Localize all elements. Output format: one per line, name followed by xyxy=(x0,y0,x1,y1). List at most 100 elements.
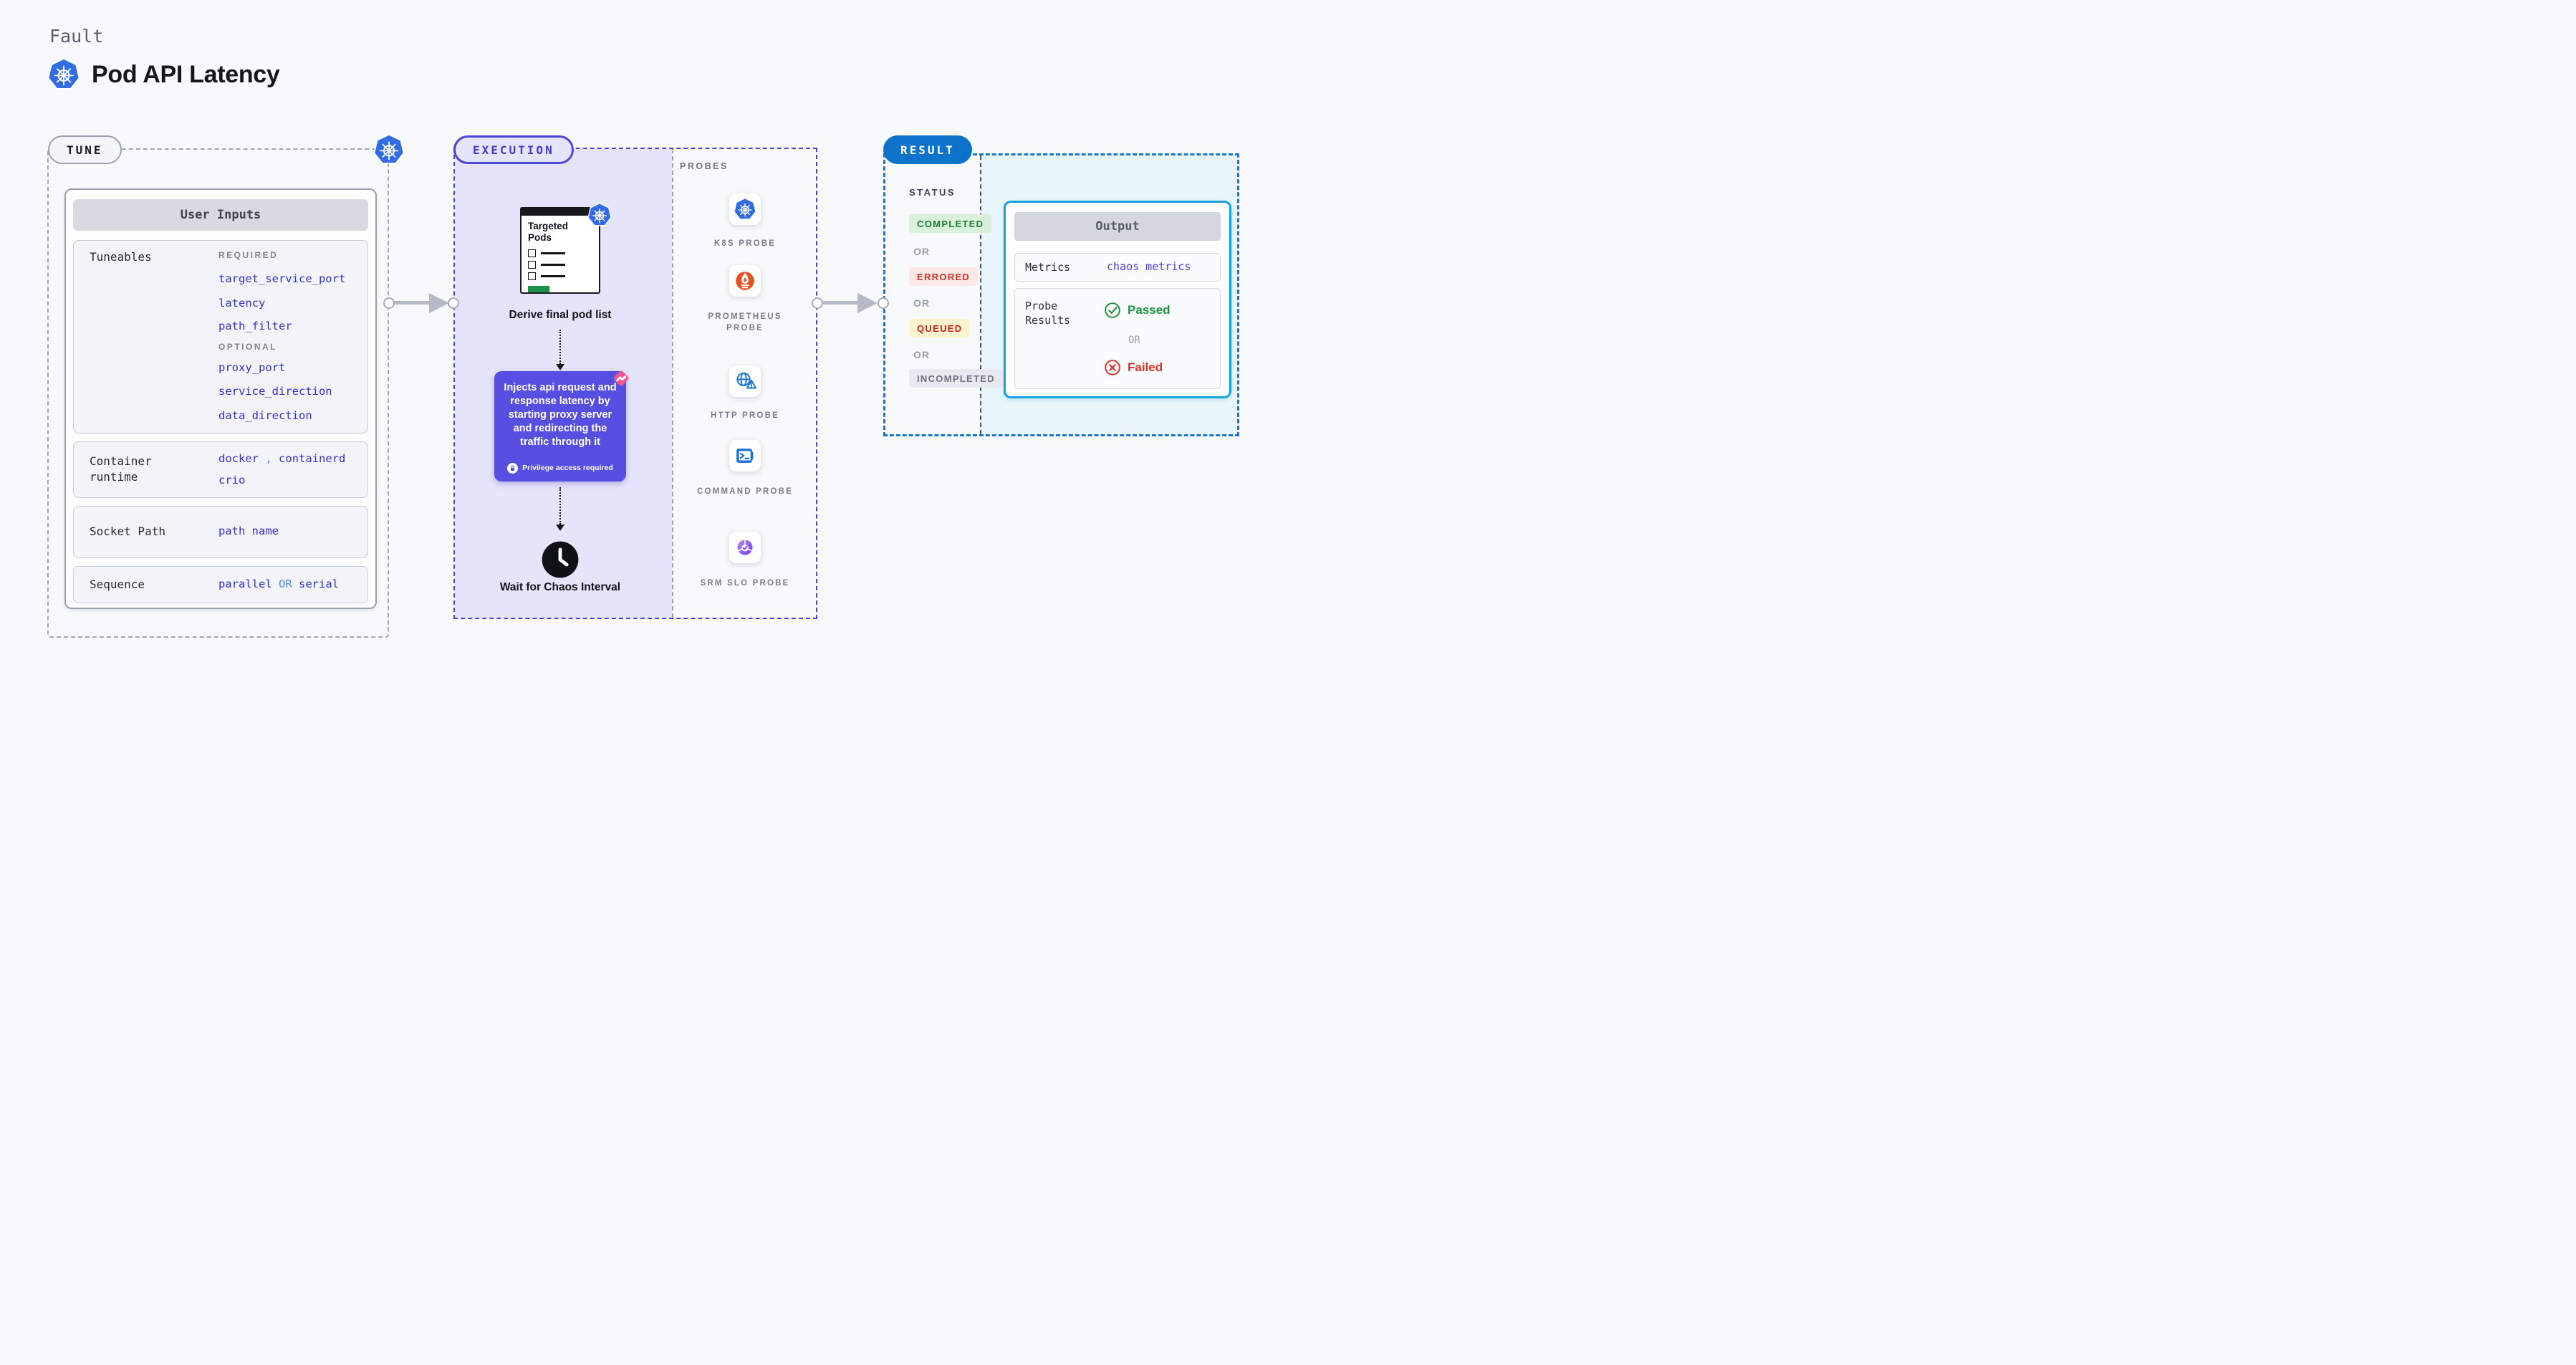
kubernetes-icon xyxy=(587,202,612,228)
tuneable-item: path_filter xyxy=(218,320,292,332)
connector-dot xyxy=(878,297,889,309)
pod-list-item xyxy=(528,272,592,280)
srm-slo-probe-card xyxy=(729,532,761,563)
prometheus-probe-card xyxy=(729,265,761,297)
passed-result: Passed xyxy=(1104,302,1171,319)
pod-list-progress-bar xyxy=(528,286,549,292)
optional-heading: OPTIONAL xyxy=(218,342,277,352)
tune-section xyxy=(47,148,389,638)
arrowhead xyxy=(556,364,564,370)
wait-chaos-interval-label: Wait for Chaos Interval xyxy=(499,581,621,593)
flow-connector xyxy=(559,487,561,525)
probe-results-row: Probe Results Passed OR Failed xyxy=(1014,288,1221,389)
command-probe-card xyxy=(729,440,761,471)
status-badge: COMPLETED xyxy=(909,214,992,233)
targeted-pods-card: Targeted Pods xyxy=(520,207,600,294)
metrics-label: Metrics xyxy=(1025,261,1071,274)
container-runtime-row: Container runtime docker , containerd cr… xyxy=(73,441,368,498)
metrics-value: chaos metrics xyxy=(1107,260,1191,273)
kubernetes-icon xyxy=(734,198,756,221)
status-badge: INCOMPLETED xyxy=(909,369,1003,388)
execution-to-result-arrow xyxy=(822,301,859,305)
sequence-row: Sequence parallel OR serial xyxy=(73,566,368,603)
status-badge: QUEUED xyxy=(909,319,971,337)
derive-pod-list-label: Derive final pod list xyxy=(509,309,612,321)
socket-path-value: path name xyxy=(218,525,279,537)
k8s-probe-card xyxy=(729,193,761,225)
x-circle-icon xyxy=(1104,359,1121,376)
connector-dot xyxy=(383,297,395,309)
output-title: Output xyxy=(1014,212,1221,241)
tuneable-item: target_service_port xyxy=(218,272,346,285)
http-probe-card xyxy=(729,365,761,397)
privilege-note-row: Privilege access required xyxy=(494,461,626,475)
probe-results-label: Probe Results xyxy=(1025,300,1071,327)
arrowhead xyxy=(429,293,449,313)
sequence-label: Sequence xyxy=(90,578,145,591)
or-label: OR xyxy=(913,246,930,257)
container-runtime-values: docker , containerd xyxy=(218,452,346,465)
flow-connector xyxy=(559,330,561,364)
tuneables-label: Tuneables xyxy=(90,250,152,264)
targeted-pods-title: Targeted Pods xyxy=(528,221,569,243)
kubernetes-icon xyxy=(373,133,405,166)
status-badge: ERRORED xyxy=(909,267,979,286)
or-label: OR xyxy=(1128,335,1140,346)
connector-dot xyxy=(812,297,823,309)
connector-dot xyxy=(448,297,459,309)
terminal-icon xyxy=(734,444,756,467)
tune-to-execution-arrow xyxy=(393,301,431,305)
tuneable-item: proxy_port xyxy=(218,361,286,374)
clock-icon xyxy=(541,540,580,579)
check-circle-icon xyxy=(1104,302,1121,319)
pod-list-item xyxy=(528,249,592,257)
required-heading: REQUIRED xyxy=(218,250,279,260)
container-runtime-value-crio: crio xyxy=(218,474,246,487)
socket-path-row: Socket Path path name xyxy=(73,506,368,558)
kubernetes-icon xyxy=(47,57,80,92)
lock-icon xyxy=(507,463,519,474)
or-label: OR xyxy=(913,349,930,360)
probe-label: PROMETHEUS PROBE xyxy=(708,312,782,332)
execution-section: Targeted Pods Derive final pod list Inje… xyxy=(453,148,817,619)
failed-result: Failed xyxy=(1104,359,1163,376)
socket-path-label: Socket Path xyxy=(90,525,165,538)
probes-divider xyxy=(672,149,673,618)
fault-diagram-canvas: Fault Pod API Latency TUNE User Inputs T… xyxy=(0,0,1288,682)
pod-list-item xyxy=(528,261,592,269)
tune-badge: TUNE xyxy=(48,135,122,164)
probe-label: COMMAND PROBE xyxy=(696,487,793,496)
user-inputs-title: User Inputs xyxy=(73,199,368,231)
probe-label: SRM SLO PROBE xyxy=(700,579,790,588)
result-badge: RESULT xyxy=(883,135,972,164)
title-row: Pod API Latency xyxy=(47,57,280,92)
output-card: Output Metrics chaos metrics Probe Resul… xyxy=(1004,201,1231,398)
or-label: OR xyxy=(913,297,930,309)
pods-card-titlebar xyxy=(522,209,599,216)
user-inputs-card: User Inputs Tuneables REQUIRED target_se… xyxy=(64,188,377,609)
inject-description: Injects api request and response latency… xyxy=(504,382,617,448)
fault-kicker: Fault xyxy=(49,26,104,47)
arrowhead xyxy=(857,293,878,313)
sequence-value: parallel OR serial xyxy=(218,578,340,590)
probes-heading: PROBES xyxy=(680,161,729,171)
container-runtime-label: Container runtime xyxy=(90,454,152,484)
result-divider xyxy=(980,155,981,434)
result-section: STATUS COMPLETED OR ERRORED OR QUEUED OR… xyxy=(883,153,1239,436)
inject-description-box: Injects api request and response latency… xyxy=(494,371,626,482)
chaos-litmus-icon xyxy=(610,368,632,389)
arrowhead xyxy=(556,525,564,531)
tuneable-item: data_direction xyxy=(218,409,312,422)
tuneable-item: latency xyxy=(218,297,266,310)
metrics-row: Metrics chaos metrics xyxy=(1014,253,1221,282)
execution-badge: EXECUTION xyxy=(453,135,574,164)
status-heading: STATUS xyxy=(909,187,956,198)
globe-warning-icon xyxy=(734,370,756,393)
tuneables-row: Tuneables REQUIRED target_service_port l… xyxy=(73,240,368,434)
slo-pie-check-icon xyxy=(734,536,756,559)
probe-label: K8S PROBE xyxy=(713,239,777,248)
page-title: Pod API Latency xyxy=(92,60,280,88)
probe-label: HTTP PROBE xyxy=(711,411,779,420)
tuneable-item: service_direction xyxy=(218,385,332,398)
privilege-note: Privilege access required xyxy=(522,464,613,472)
